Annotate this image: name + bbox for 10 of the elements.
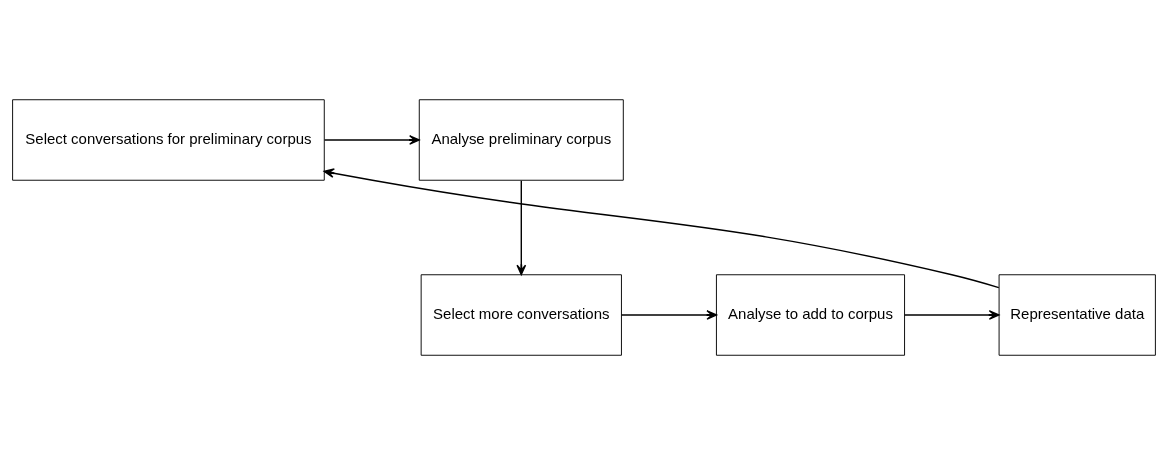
node-box: Analyse to add to corpus bbox=[715, 274, 906, 356]
node-box: Representative data bbox=[998, 274, 1156, 356]
arrow bbox=[516, 179, 527, 276]
arrow bbox=[904, 310, 1000, 320]
arrow bbox=[323, 168, 1000, 289]
node-box: Select more conversations bbox=[420, 274, 622, 356]
arrow bbox=[620, 310, 718, 320]
node-box: Analyse preliminary corpus bbox=[418, 99, 624, 181]
node-box: Select conversations for preliminary corpus bbox=[12, 99, 325, 181]
arrow bbox=[323, 135, 420, 145]
